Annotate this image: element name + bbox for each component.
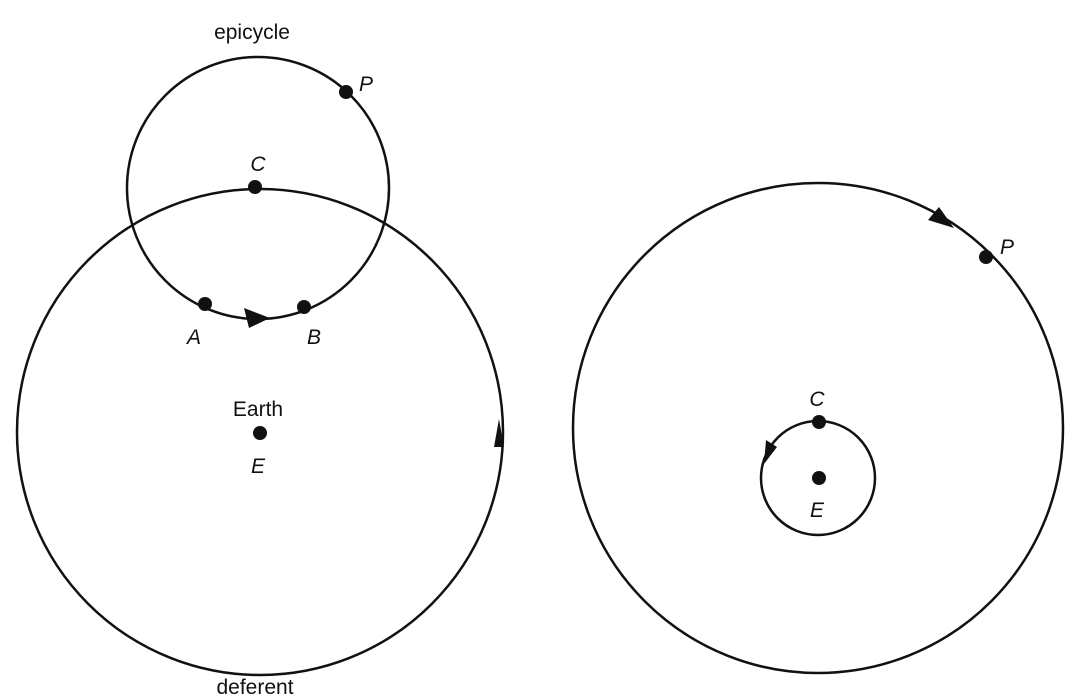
large-circle-direction-arrow xyxy=(928,207,954,228)
point-c-label: C xyxy=(250,153,266,176)
point-b-label: B xyxy=(307,326,321,349)
right-point-e-dot xyxy=(812,471,826,485)
right-point-p-dot xyxy=(979,250,993,264)
point-b-dot xyxy=(297,300,311,314)
small-circle-direction-arrow xyxy=(764,440,777,464)
large-circle xyxy=(571,181,1065,675)
deferent-label: deferent xyxy=(216,676,293,698)
point-a-label: A xyxy=(185,326,201,349)
earth-label: Earth xyxy=(233,398,283,421)
right-point-e-label: E xyxy=(810,499,825,522)
earth-dot xyxy=(253,426,267,440)
point-c-dot xyxy=(248,180,262,194)
deferent-direction-arrow xyxy=(494,419,504,447)
right-point-c-dot xyxy=(812,415,826,429)
right-figure: P C E xyxy=(571,181,1065,675)
point-p-label: P xyxy=(359,73,373,96)
point-a-dot xyxy=(198,297,212,311)
left-figure: epicycle P C A B Earth E deferent xyxy=(15,21,505,698)
right-point-c-label: C xyxy=(809,388,825,411)
point-p-dot xyxy=(339,85,353,99)
epicycle-label: epicycle xyxy=(214,21,290,44)
epicycle-direction-arrow xyxy=(244,308,270,328)
point-e-label: E xyxy=(251,455,266,478)
right-point-p-label: P xyxy=(1000,236,1014,259)
